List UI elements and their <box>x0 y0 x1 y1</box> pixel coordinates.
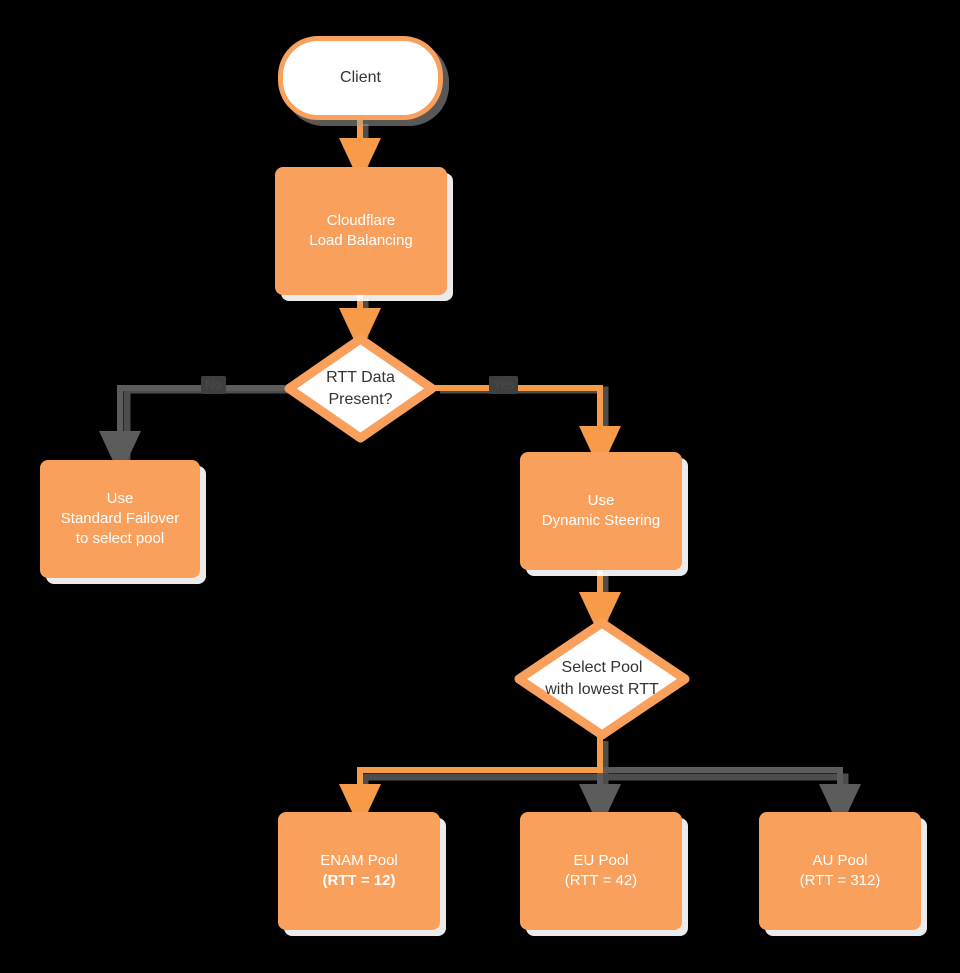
node-enam-pool-line-1: ENAM Pool <box>320 851 398 869</box>
edge-rtt-yes <box>435 385 621 471</box>
node-client[interactable]: Client <box>278 36 443 120</box>
edge-select-to-au <box>600 767 861 829</box>
node-eu-pool[interactable]: EU Pool (RTT = 42) <box>520 812 682 930</box>
node-au-pool[interactable]: AU Pool (RTT = 312) <box>759 812 921 930</box>
node-cloudflare-line-1: Cloudflare <box>326 211 396 229</box>
node-dynamic-steering[interactable]: Use Dynamic Steering <box>520 452 682 570</box>
node-eu-pool-rtt: (RTT = 42) <box>564 872 638 889</box>
node-enam-pool[interactable]: ENAM Pool (RTT = 12) <box>278 812 440 930</box>
node-cloudflare-load-balancing[interactable]: Cloudflare Load Balancing <box>275 167 447 295</box>
node-au-pool-line-1: AU Pool <box>812 851 868 869</box>
node-au-pool-label: AU Pool (RTT = 312) <box>800 851 881 892</box>
diamond-shape-rtt <box>284 334 437 443</box>
edge-rtt-no <box>99 385 285 476</box>
edge-label-no: No <box>201 376 226 394</box>
node-rtt-data-present[interactable]: RTT Data Present? <box>282 332 439 445</box>
edge-label-yes: Yes <box>489 376 519 394</box>
node-eu-pool-line-1: EU Pool <box>573 851 629 869</box>
node-enam-pool-rtt: (RTT = 12) <box>322 872 396 889</box>
node-standard-failover-line-1: Use <box>106 489 134 507</box>
node-cloudflare-load-balancing-label: Cloudflare Load Balancing <box>309 211 412 252</box>
node-eu-pool-label: EU Pool (RTT = 42) <box>565 851 637 892</box>
edge-label-yes-text: Yes <box>493 377 515 392</box>
node-dynamic-steering-label: Use Dynamic Steering <box>542 491 660 532</box>
node-select-pool[interactable]: Select Pool with lowest RTT <box>512 616 692 742</box>
diamond-shape-select-pool <box>514 618 690 740</box>
node-dynamic-steering-line-1: Use <box>587 491 615 509</box>
node-standard-failover-line-3: to select pool <box>75 530 165 548</box>
node-standard-failover-label: Use Standard Failover to select pool <box>61 489 179 550</box>
edge-select-to-enam <box>339 736 603 829</box>
node-cloudflare-line-2: Load Balancing <box>309 232 413 249</box>
node-client-label: Client <box>340 69 381 87</box>
edge-label-no-text: No <box>205 377 222 392</box>
node-enam-pool-label: ENAM Pool (RTT = 12) <box>320 851 398 892</box>
node-standard-failover-line-2: Standard Failover <box>60 509 180 527</box>
node-standard-failover[interactable]: Use Standard Failover to select pool <box>40 460 200 578</box>
node-dynamic-steering-line-2: Dynamic Steering <box>541 512 661 529</box>
node-au-pool-rtt: (RTT = 312) <box>799 872 881 889</box>
